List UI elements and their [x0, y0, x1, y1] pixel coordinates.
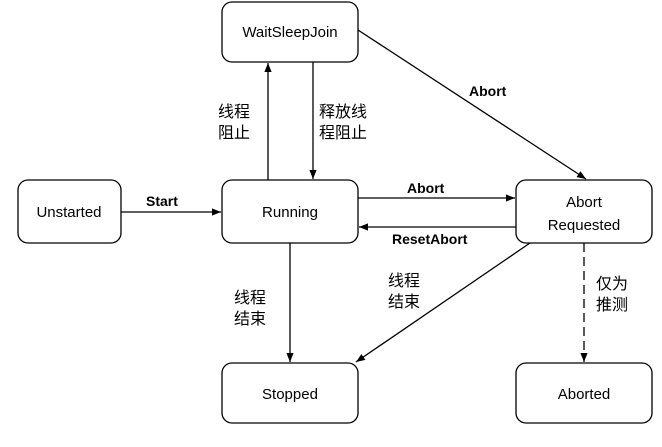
node-abort-requested: Abort Requested [515, 179, 653, 244]
edge-label-abort-top: Abort [469, 83, 507, 99]
edge-abort-top [357, 29, 587, 180]
node-waitsleepjoin-label: WaitSleepJoin [242, 24, 337, 41]
node-running: Running [221, 179, 359, 244]
node-aborted: Aborted [515, 362, 653, 424]
edge-label-release-block-1: 释放线 [319, 102, 367, 121]
node-abort-requested-label-2: Requested [548, 217, 621, 234]
edge-label-thread-block-1: 线程 [218, 102, 250, 121]
edge-label-thread-end-right-1: 线程 [388, 271, 420, 290]
edge-label-release-block-2: 程阻止 [319, 123, 367, 142]
node-abort-requested-label-1: Abort [566, 194, 603, 211]
edge-label-reset-abort: ResetAbort [392, 231, 468, 247]
node-waitsleepjoin: WaitSleepJoin [221, 1, 359, 63]
node-aborted-label: Aborted [558, 386, 611, 403]
edge-label-thread-end-right-2: 结束 [388, 292, 420, 311]
node-unstarted: Unstarted [17, 179, 122, 244]
edge-label-thread-end-left-1: 线程 [234, 288, 266, 307]
node-running-label: Running [262, 204, 318, 221]
edge-label-thread-block-2: 阻止 [218, 123, 250, 142]
edge-label-speculation-1: 仅为 [596, 274, 628, 293]
edge-label-start: Start [146, 193, 178, 209]
edge-label-speculation-2: 推测 [596, 295, 628, 314]
edge-label-abort-mid: Abort [407, 180, 445, 196]
node-stopped-label: Stopped [262, 386, 318, 403]
node-unstarted-label: Unstarted [36, 204, 101, 221]
edge-label-thread-end-left-2: 结束 [234, 309, 266, 328]
edge-thread-end-right [355, 242, 531, 363]
node-stopped: Stopped [221, 362, 359, 424]
